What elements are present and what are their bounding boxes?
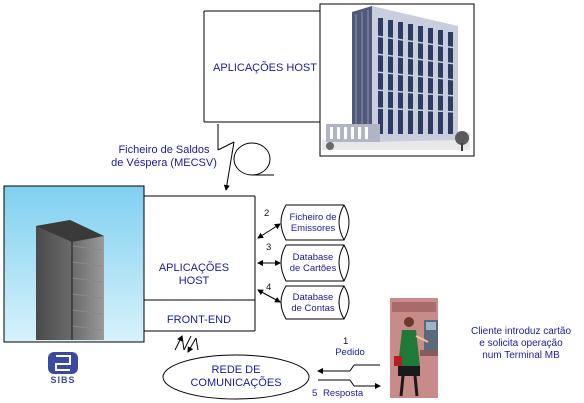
network-label: REDE DE COMUNICAÇÕES <box>180 364 292 390</box>
top-host-label: APLICAÇÕES HOST <box>213 62 317 74</box>
file-label: Ficheiro de Saldos de Véspera (MECSV) <box>100 144 228 170</box>
sibs-logo-text: SIBS <box>50 375 76 385</box>
client-line3: num Terminal MB <box>482 350 560 361</box>
response-label: Resposta <box>323 388 364 399</box>
tape-reel-icon <box>233 142 274 176</box>
db-num-3: 3 <box>266 242 272 253</box>
db-contas-line1: Database <box>292 292 334 303</box>
atm-client-image <box>390 298 438 398</box>
db-emissores-line1: Ficheiro de <box>289 212 337 223</box>
file-label-line1: Ficheiro de Saldos <box>118 144 210 156</box>
link-bolt-network <box>174 335 199 353</box>
file-label-line2: de Véspera (MECSV) <box>111 157 217 169</box>
response-arrow <box>318 379 381 389</box>
db-num-4: 4 <box>266 282 272 293</box>
office-building-image <box>322 6 470 151</box>
response-num: 5 <box>312 388 318 399</box>
db-cartoes-line2: de Cartões <box>289 263 337 274</box>
db-emissores: Ficheiro de Emissores <box>284 212 342 234</box>
sibs-logo <box>46 352 80 385</box>
request-label: Pedido <box>335 347 365 358</box>
request-arrow <box>317 364 380 374</box>
front-end-label: FRONT-END <box>166 314 232 326</box>
db-arrows <box>257 223 281 303</box>
db-shapes <box>280 204 350 320</box>
db-contas: Database de Contas <box>284 292 342 314</box>
request-num: 1 <box>343 336 349 347</box>
db-cartoes: Database de Cartões <box>284 252 342 274</box>
db-emissores-line2: Emissores <box>290 223 336 234</box>
network-line1: REDE DE <box>211 364 261 376</box>
db-num-2: 2 <box>264 208 270 219</box>
link-bolt-top <box>217 124 235 191</box>
db-cartoes-line1: Database <box>292 252 334 263</box>
tower-building-image <box>36 220 104 340</box>
network-line2: COMUNICAÇÕES <box>190 377 282 389</box>
network-ellipse <box>162 354 310 400</box>
client-line2: e solicita operação <box>479 338 563 349</box>
client-line1: Cliente introduz cartão <box>470 326 572 337</box>
main-host-frame <box>144 195 256 332</box>
main-host-label: APLICAÇÕES HOST <box>158 262 230 287</box>
db-contas-line2: de Contas <box>291 303 335 314</box>
top-host-frame <box>203 10 320 123</box>
client-label: Cliente introduz cartão e solicita opera… <box>462 326 580 362</box>
